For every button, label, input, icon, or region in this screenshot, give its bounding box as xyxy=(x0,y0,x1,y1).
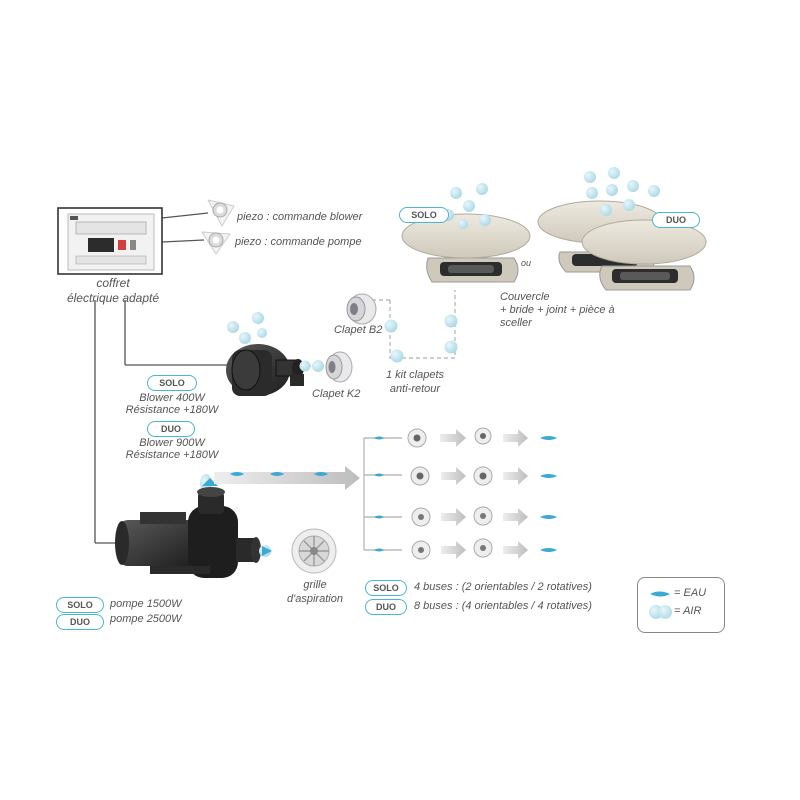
coffret-label-line2: électrique adapté xyxy=(66,291,160,305)
electrical-box xyxy=(57,207,163,275)
couvercle-solo-icon xyxy=(401,183,531,283)
grille-label-line2: d'aspiration xyxy=(287,593,343,605)
manifold-flow-marks xyxy=(374,436,384,552)
manifold xyxy=(363,437,402,551)
clapet-b2-label: Clapet B2 xyxy=(334,324,383,336)
kit-clapets-label-line2: anti-retour xyxy=(389,383,441,395)
clapet-k2-label: Clapet K2 xyxy=(312,388,361,400)
piezo-blower-label: piezo : commande blower xyxy=(237,211,363,223)
blower-icon xyxy=(226,312,311,396)
blower-solo-tag: SOLO xyxy=(147,375,197,391)
coffret-label-line1: coffret xyxy=(96,276,130,290)
legend-eau-label: = EAU xyxy=(674,587,707,599)
pompe-solo-label: pompe 1500W xyxy=(110,598,182,610)
couvercle-solo-tag: SOLO xyxy=(399,207,449,223)
piezo-pompe-icon xyxy=(201,231,231,255)
pipe-air-bubbles xyxy=(384,314,458,363)
couvercle-label-line1: Couvercle xyxy=(500,291,550,303)
main-water-arrow xyxy=(214,466,360,490)
couvercle-label-line3: sceller xyxy=(500,317,532,329)
couvercle-duo-tag: DUO xyxy=(652,212,700,228)
pompe-duo-label: pompe 2500W xyxy=(110,613,182,625)
blower-solo-label-line2: Résistance +180W xyxy=(125,404,219,416)
nozzle-row-4 xyxy=(411,538,557,560)
blower-duo-label-line1: Blower 900W xyxy=(139,437,205,449)
legend-air-label: = AIR xyxy=(674,605,702,617)
legend-water-icon xyxy=(650,591,670,597)
grille-label-line1: grille xyxy=(303,579,327,591)
blower-solo-label-line1: Blower 400W xyxy=(139,392,205,404)
pompe-duo-tag: DUO xyxy=(56,614,104,630)
piezo-blower-icon xyxy=(207,199,235,227)
pompe-solo-tag: SOLO xyxy=(56,597,104,613)
couvercle-duo-icon xyxy=(537,167,707,291)
nozzle-row-2 xyxy=(410,466,557,486)
grille-aspiration-icon xyxy=(291,528,337,574)
clapet-b2-icon xyxy=(346,293,377,325)
legend xyxy=(637,577,725,633)
blower-duo-label-line2: Résistance +180W xyxy=(125,449,219,461)
clapet-k2-icon xyxy=(312,351,353,383)
pompe-icon xyxy=(115,474,272,578)
couvercle-label-line2: + bride + joint + pièce à xyxy=(500,304,615,316)
buses-solo-tag: SOLO xyxy=(365,580,407,596)
ou-label: ou xyxy=(521,258,532,268)
buses-solo-label: 4 buses : (2 orientables / 2 rotatives) xyxy=(414,581,592,593)
legend-air-icon xyxy=(649,605,672,619)
nozzle-row-3 xyxy=(411,506,557,527)
wiring xyxy=(94,212,230,544)
buses-duo-label: 8 buses : (4 orientables / 4 rotatives) xyxy=(414,600,592,612)
buses-duo-tag: DUO xyxy=(365,599,407,615)
kit-clapets-label-line1: 1 kit clapets xyxy=(385,369,445,381)
nozzle-row-1 xyxy=(407,427,557,448)
blower-duo-tag: DUO xyxy=(147,421,195,437)
piezo-pompe-label: piezo : commande pompe xyxy=(235,236,362,248)
